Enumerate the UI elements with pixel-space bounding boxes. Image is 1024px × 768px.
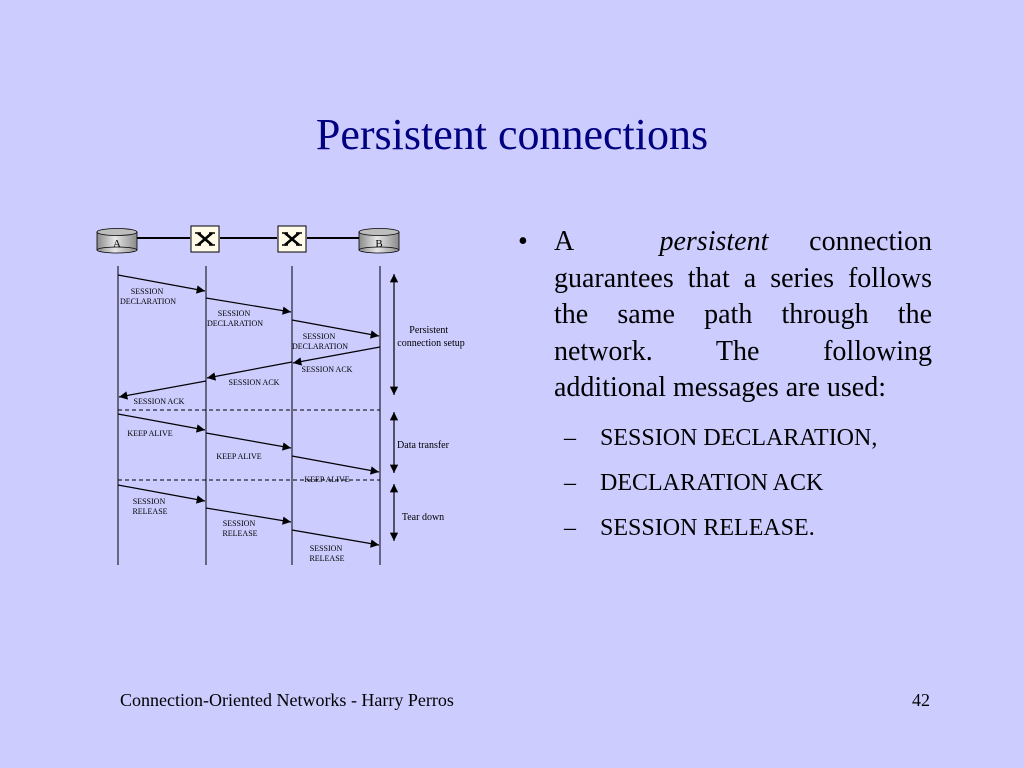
arrow-session-declaration-3 (291, 319, 380, 339)
msg-label-8: KEEP ALIVE (216, 452, 261, 461)
msg-label-11: SESSION RELEASE (222, 519, 257, 538)
dash-icon: – (564, 424, 576, 451)
sub-bullet-item: – SESSION RELEASE. (512, 513, 932, 558)
msg-label-1: SESSION DECLARATION (120, 287, 176, 306)
sub-bullet-text: SESSION RELEASE. (600, 514, 815, 541)
msg-label-9: KEEP ALIVE (304, 475, 349, 484)
phase-label-setup: Persistent connection setup (397, 325, 464, 349)
sub-bullet-item: – SESSION DECLARATION, (512, 423, 932, 468)
arrow-session-declaration-1 (117, 274, 206, 294)
arrow-session-release-2 (205, 507, 292, 525)
msg-label-6: SESSION ACK (134, 397, 185, 406)
node-b-icon: B (358, 228, 400, 254)
msg-label-10: SESSION RELEASE (132, 497, 167, 516)
switch-2-icon (277, 225, 307, 253)
bullet-emphasis: persistent (659, 226, 769, 257)
phase-label-teardown: Tear down (402, 512, 444, 523)
phase-labels: Persistent connection setup Data transfe… (397, 325, 465, 523)
arrow-session-release-3 (291, 529, 380, 548)
node-a-label: A (113, 238, 121, 250)
message-arrows (117, 274, 381, 548)
footer-text: Connection-Oriented Networks - Harry Per… (120, 690, 454, 710)
bullet-dot-icon: • (518, 226, 528, 257)
arrow-keep-alive-3 (291, 455, 380, 475)
bullet-list: • A persistent connection guarantees tha… (512, 224, 932, 558)
msg-label-12: SESSION RELEASE (309, 544, 344, 563)
node-b-label: B (375, 238, 382, 250)
message-labels: SESSION DECLARATION SESSION DECLARATION … (120, 287, 353, 563)
sub-bullet-text: DECLARATION ACK (600, 469, 824, 496)
sub-bullet-list: – SESSION DECLARATION, – DECLARATION ACK… (512, 423, 932, 558)
dash-icon: – (564, 469, 576, 496)
msg-label-5: SESSION ACK (229, 378, 280, 387)
arrow-session-declaration-2 (205, 297, 292, 315)
main-bullet: • A persistent connection guarantees tha… (512, 224, 932, 407)
msg-label-2: SESSION DECLARATION (207, 309, 263, 328)
arrow-session-ack-1 (292, 346, 381, 366)
switch-1-icon (190, 225, 220, 253)
phase-label-data: Data transfer (397, 440, 450, 451)
slide-title: Persistent connections (315, 110, 709, 159)
arrow-session-ack-2 (206, 361, 293, 381)
arrow-keep-alive-2 (205, 432, 292, 451)
sub-bullet-text: SESSION DECLARATION, (600, 424, 878, 451)
msg-label-4: SESSION ACK (302, 365, 353, 374)
sub-bullet-item: – DECLARATION ACK (512, 468, 932, 513)
arrow-keep-alive-1 (117, 413, 206, 433)
phase-separators (118, 409, 380, 481)
arrow-session-release-1 (117, 484, 206, 504)
bullet-text-rest: connection guarantees that a series foll… (554, 226, 932, 403)
node-a-icon: A (96, 228, 138, 254)
msg-label-7: KEEP ALIVE (127, 429, 172, 438)
msg-label-3: SESSION DECLARATION (292, 332, 348, 351)
bullet-text-start: A (554, 226, 614, 257)
page-number: 42 (912, 690, 930, 710)
timelines (117, 266, 381, 565)
arrow-session-ack-3 (118, 380, 207, 400)
dash-icon: – (564, 514, 576, 541)
